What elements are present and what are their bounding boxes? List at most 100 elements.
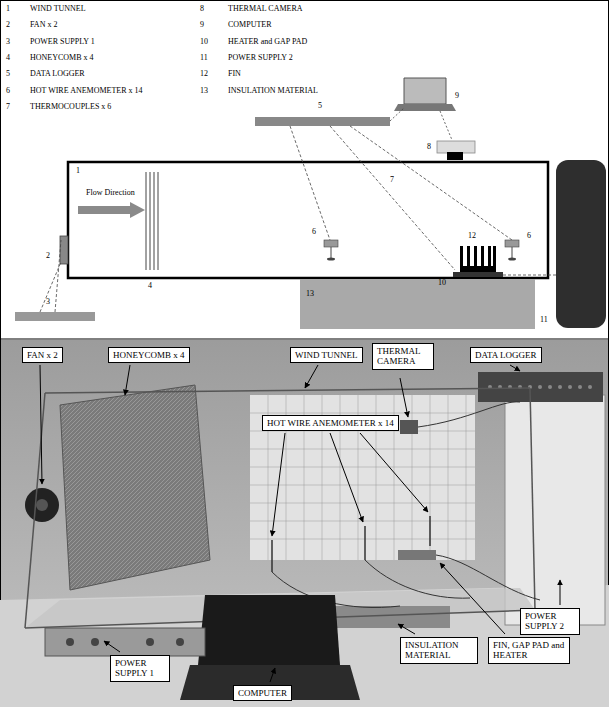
panel-divider — [0, 339, 609, 340]
wire — [40, 262, 61, 312]
leader-lines-part — [398, 624, 415, 634]
photo-illustration-part-part — [558, 385, 562, 389]
anemometer-symbol — [324, 240, 338, 261]
photo-illustration-part — [66, 638, 184, 646]
callout-label: POWER SUPPLY 1 — [115, 658, 165, 679]
photo-illustration-part — [250, 395, 475, 560]
key-number: 11 — [200, 54, 208, 63]
callout-label: DATA LOGGER — [475, 350, 537, 360]
key-number: 4 — [6, 54, 10, 63]
anemometer-symbol-part — [331, 247, 332, 258]
callout-label: HOT WIRE ANEMOMETER x 14 — [267, 418, 394, 428]
key-text: FIN — [228, 70, 241, 79]
photo-illustration-part-part — [176, 638, 184, 646]
honeycomb-symbol-part — [146, 172, 147, 270]
callout-number: 7 — [390, 176, 394, 185]
leader-lines-part — [40, 365, 42, 484]
callout-box: FIN, GAP PAD and HEATER — [488, 637, 570, 664]
photo-illustration-part — [36, 499, 48, 511]
photo-illustration-part — [478, 372, 603, 402]
callout-number: 9 — [455, 92, 459, 101]
callout-label: FIN, GAP PAD and HEATER — [493, 640, 565, 661]
leader-lines-part — [272, 433, 285, 536]
photo-illustration-part-part — [578, 385, 582, 389]
callout-number: 2 — [46, 252, 50, 261]
wire — [55, 240, 61, 312]
callout-number: 8 — [427, 143, 431, 152]
callout-box: HOT WIRE ANEMOMETER x 14 — [262, 415, 399, 431]
photo-illustration-part-part — [66, 638, 74, 646]
anemometer-symbol-part — [505, 240, 519, 247]
wire — [440, 111, 452, 140]
callout-label: THERMAL CAMERA — [377, 346, 429, 367]
callout-number: 13 — [306, 290, 314, 299]
photo-illustration-part — [398, 550, 436, 560]
callout-label: INSULATION MATERIAL — [405, 640, 473, 661]
photo-illustration-part-part — [568, 385, 572, 389]
fin-symbol-part — [481, 246, 484, 268]
leader-lines-part — [270, 668, 275, 682]
photo-illustration-part — [180, 665, 360, 700]
callout-box: DATA LOGGER — [470, 347, 542, 363]
callout-number: 12 — [468, 232, 476, 241]
fin-symbol-part — [460, 246, 463, 268]
wire — [350, 126, 512, 240]
callout-number: 11 — [540, 316, 548, 325]
callout-number: 6 — [527, 232, 531, 241]
callout-box: POWER SUPPLY 1 — [110, 655, 170, 682]
callout-label: COMPUTER — [238, 688, 287, 698]
key-text: WIND TUNNEL — [30, 5, 86, 14]
photo-illustration-part-part — [588, 385, 592, 389]
callout-box: INSULATION MATERIAL — [400, 637, 478, 664]
callout-box: HONEYCOMB x 4 — [108, 347, 190, 363]
thermal-camera-symbol-part — [447, 152, 463, 160]
key-text: POWER SUPPLY 2 — [228, 54, 293, 63]
photo-illustration-part-part — [436, 555, 540, 600]
photo-illustration — [0, 340, 609, 707]
anemometer-symbol-part — [327, 258, 335, 261]
key-text: FAN x 2 — [30, 21, 57, 30]
callout-number: 5 — [318, 102, 322, 111]
power-supply-1-bar — [15, 312, 95, 321]
photo-illustration-part — [198, 595, 340, 665]
photo-illustration-part-part — [430, 395, 431, 560]
honeycomb-symbol — [146, 172, 158, 270]
photo-illustration-part — [272, 402, 540, 608]
leader-lines-part — [440, 563, 505, 634]
key-number: 7 — [6, 103, 10, 112]
photo-illustration-part-part — [412, 395, 413, 560]
insulation-block — [300, 279, 535, 329]
photo-illustration-part-part — [250, 449, 475, 450]
key-text: HONEYCOMB x 4 — [30, 54, 94, 63]
wire — [390, 108, 404, 121]
key-number: 10 — [200, 38, 208, 47]
leader-lines-part — [330, 433, 363, 522]
leader-lines-part — [104, 641, 120, 652]
callout-label: FAN x 2 — [27, 350, 58, 360]
key-number: 9 — [200, 21, 204, 30]
key-text: DATA LOGGER — [30, 70, 85, 79]
photo-illustration-part-part — [25, 393, 45, 628]
photo-illustration-part-part — [364, 526, 366, 560]
key-number: 8 — [200, 5, 204, 14]
key-number: 13 — [200, 87, 208, 96]
callout-number: Flow Direction — [86, 189, 135, 198]
callout-number: 3 — [46, 298, 50, 307]
fin-symbol-part — [474, 246, 477, 268]
photo-illustration-part-part — [250, 413, 475, 414]
honeycomb-symbol-part — [150, 172, 151, 270]
leader-lines — [40, 365, 560, 682]
anemometer-symbol-part — [324, 240, 338, 247]
key-text: HEATER and GAP PAD — [228, 38, 307, 47]
photo-illustration-part — [60, 385, 210, 590]
wind-tunnel-outline — [68, 162, 548, 278]
anemometer-symbol — [505, 240, 519, 261]
leader-lines-part — [360, 433, 428, 512]
callout-box: COMPUTER — [233, 685, 292, 701]
key-number: 2 — [6, 21, 10, 30]
key-text: POWER SUPPLY 1 — [30, 38, 95, 47]
wire — [290, 126, 330, 240]
photo-illustration-part-part — [538, 385, 542, 389]
photo-illustration-part — [272, 516, 430, 572]
photo-illustration-part-part — [146, 638, 154, 646]
